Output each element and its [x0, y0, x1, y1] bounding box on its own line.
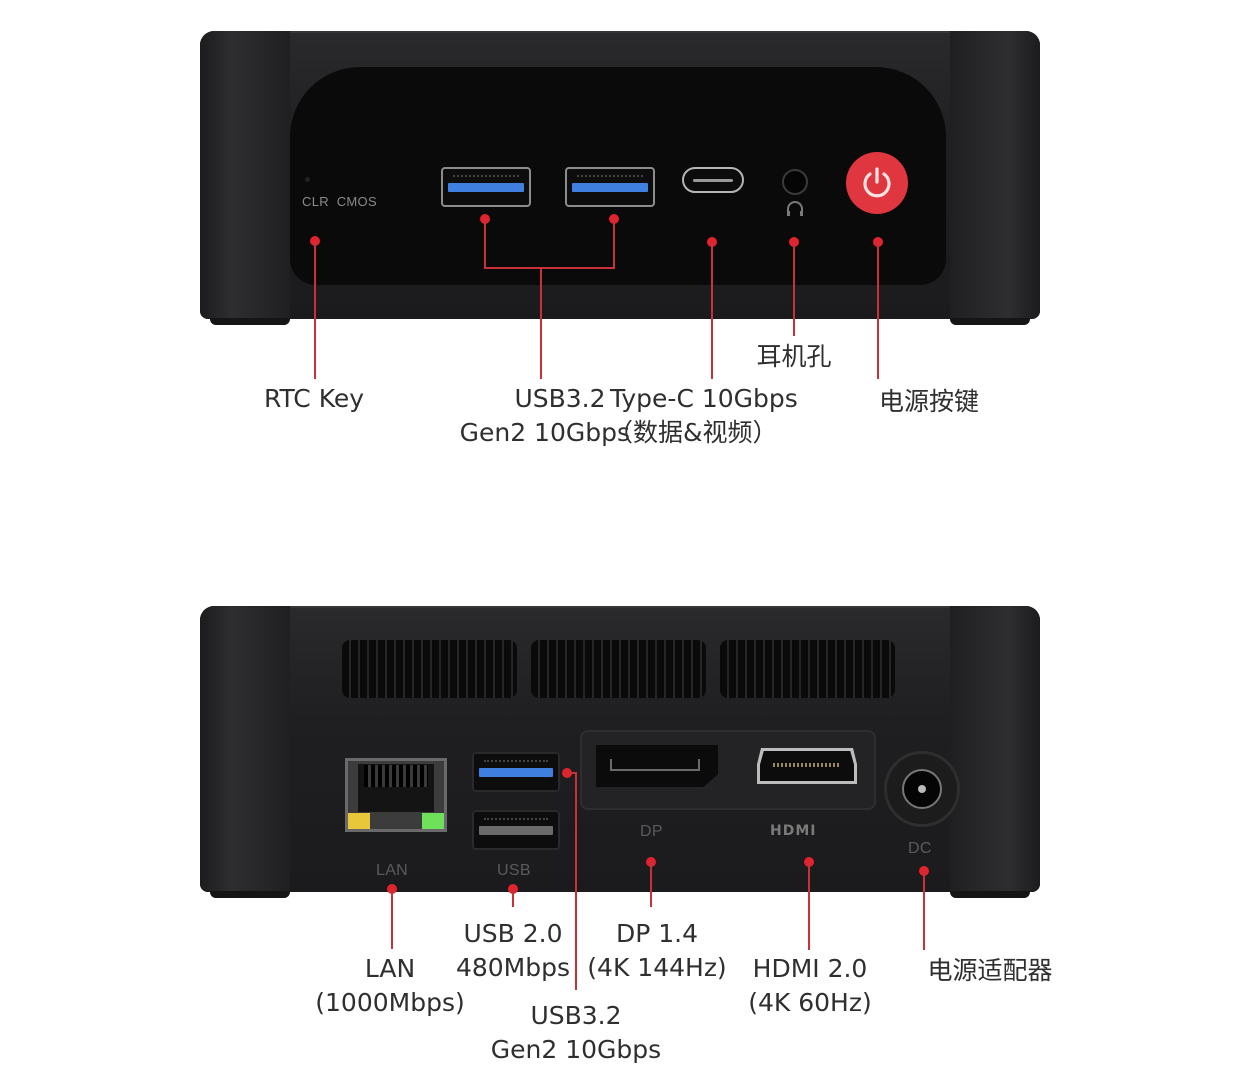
front-right-foot — [950, 318, 1030, 325]
dc-pin — [918, 785, 926, 793]
label-line: USB3.2 — [514, 384, 606, 413]
label-line: RTC Key — [263, 384, 365, 413]
usb-pins — [453, 175, 519, 179]
lan-led-green — [422, 813, 444, 829]
rear-vent-1 — [342, 640, 517, 698]
rear-usb20-port — [472, 810, 560, 850]
label-line: Gen2 10Gbps — [490, 1035, 662, 1064]
callout-line-dc — [923, 871, 925, 950]
label-power-button: 电源按键 — [870, 385, 988, 419]
headset-icon — [787, 201, 803, 216]
usb-pins — [577, 175, 643, 179]
label-line: Gen2 10Gbps — [459, 418, 630, 447]
usb-pins — [484, 818, 548, 822]
label-line: USB3.2 — [530, 1001, 622, 1030]
label-dp: DP 1.4 (4K 144Hz) — [578, 917, 736, 985]
label-line: HDMI 2.0 — [752, 954, 868, 983]
power-icon — [863, 167, 891, 198]
lan-led-yellow — [348, 813, 370, 829]
rear-left-foot — [210, 891, 290, 898]
label-line: 耳机孔 — [756, 342, 832, 371]
usb-tongue — [479, 768, 553, 777]
callout-line-lan — [391, 889, 393, 949]
label-rtc-key: RTC Key — [246, 382, 382, 416]
callout-line-usb-2 — [613, 219, 615, 269]
dp-inner — [610, 759, 700, 771]
label-line: DP 1.4 — [615, 919, 699, 948]
label-line: （数据&视频） — [608, 418, 778, 447]
label-dc-power: 电源适配器 — [914, 954, 1066, 988]
front-left-foot — [210, 318, 290, 325]
label-line: (4K 144Hz) — [587, 953, 727, 982]
hdmi-port — [757, 748, 857, 784]
clr-cmos-hole — [305, 177, 310, 182]
callout-line-dp — [650, 862, 652, 907]
displayport-port — [596, 745, 718, 787]
rear-right-foot — [950, 891, 1030, 898]
dp-marking: DP — [640, 823, 663, 840]
hdmi-pins — [773, 763, 841, 767]
clr-cmos-label: CLR CMOS — [302, 194, 377, 209]
label-usb32-front: USB3.2 Gen2 10Gbps — [450, 382, 630, 450]
dc-ring — [902, 769, 942, 809]
rear-left-cap — [200, 606, 290, 892]
callout-line-usb32-rear-v — [575, 772, 577, 990]
usb-tongue — [479, 826, 553, 835]
label-headphone-jack: 耳机孔 — [748, 340, 840, 374]
usb-pins — [484, 760, 548, 764]
front-usb32-port-1 — [441, 167, 531, 207]
callout-line-usb20 — [512, 889, 514, 907]
front-usb32-port-2 — [565, 167, 655, 207]
usb-marking: USB — [497, 862, 531, 879]
callout-line-usb-1 — [484, 219, 486, 269]
callout-line-rtc — [314, 241, 316, 379]
lan-rj45-port — [345, 758, 447, 832]
headphone-jack-port — [782, 169, 808, 195]
label-hdmi: HDMI 2.0 (4K 60Hz) — [738, 952, 882, 1020]
label-type-c: Type-C 10Gbps （数据&视频） — [608, 382, 820, 450]
front-right-cap — [950, 31, 1040, 319]
callout-line-typec — [711, 242, 713, 379]
rear-vent-2 — [531, 640, 706, 698]
rear-right-cap — [950, 606, 1040, 892]
callout-line-usb-stem — [540, 267, 542, 379]
callout-bracket-usb — [484, 267, 615, 269]
rear-vent-3 — [720, 640, 895, 698]
rj45-pins — [364, 765, 428, 787]
callout-line-power — [877, 242, 879, 379]
callout-line-hdmi — [808, 862, 810, 950]
label-line: (1000Mbps) — [315, 988, 465, 1017]
power-button[interactable] — [846, 152, 908, 214]
rear-usb32-port — [472, 752, 560, 792]
label-line: Type-C 10Gbps — [610, 384, 798, 413]
front-left-cap — [200, 31, 290, 319]
dc-marking: DC — [908, 840, 932, 857]
callout-line-usb32-rear-h — [567, 772, 577, 774]
front-type-c-port — [682, 167, 744, 193]
usb-tongue — [572, 183, 648, 192]
label-line: 电源按键 — [878, 387, 979, 416]
label-line: 电源适配器 — [927, 956, 1053, 985]
label-usb20: USB 2.0 480Mbps — [446, 917, 580, 985]
hdmi-logo-marking: HDMI — [770, 823, 817, 839]
label-line: (4K 60Hz) — [748, 988, 872, 1017]
usb-tongue — [448, 183, 524, 192]
callout-line-audio — [793, 242, 795, 336]
label-line: USB 2.0 — [463, 919, 563, 948]
label-lan: LAN (1000Mbps) — [300, 952, 480, 1020]
type-c-tongue — [693, 179, 733, 182]
label-line: LAN — [364, 954, 416, 983]
dc-power-jack — [884, 751, 960, 827]
label-usb32-rear: USB3.2 Gen2 10Gbps — [478, 999, 674, 1067]
lan-marking: LAN — [376, 862, 409, 879]
label-line: 480Mbps — [455, 953, 571, 982]
